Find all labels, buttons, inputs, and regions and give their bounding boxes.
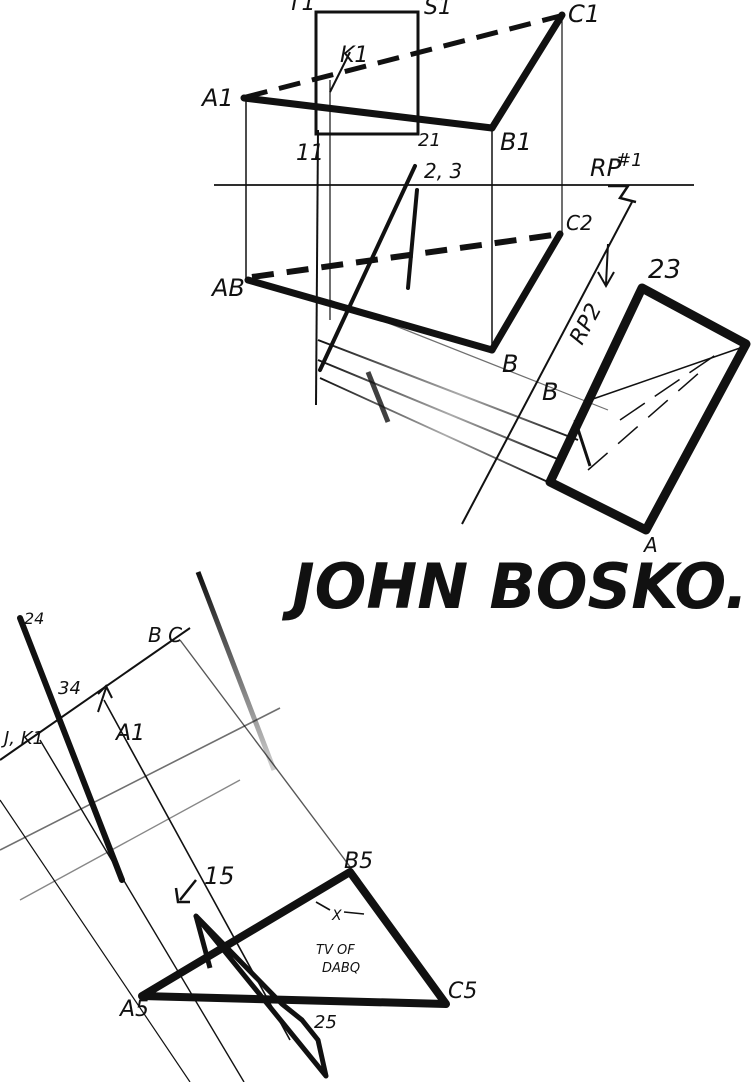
label-a-aux: A xyxy=(642,533,658,557)
label-c1: C1 xyxy=(568,0,600,28)
label-s1: S1 xyxy=(424,0,452,20)
projector-low-4 xyxy=(179,639,361,881)
edge-b-c2 xyxy=(488,230,564,354)
a1-arrow-shaft xyxy=(97,687,107,713)
aux-reference-line xyxy=(461,201,633,525)
x-arrow-right xyxy=(343,911,365,915)
label-t1: T1 xyxy=(288,0,315,16)
short-mark xyxy=(365,371,391,423)
inner-sketch-4 xyxy=(573,419,592,467)
line-2-3-long xyxy=(318,164,417,372)
label-b: B xyxy=(502,350,518,378)
inner-sketch-1 xyxy=(589,347,741,401)
arrow-15-shaft xyxy=(179,879,197,901)
label-rp2: RP2 xyxy=(565,299,607,348)
rp2-arrow-shaft xyxy=(605,243,609,285)
rp2-arrow-head xyxy=(597,271,615,289)
line-24 xyxy=(17,615,125,883)
label-23: 23 xyxy=(648,255,681,285)
label-a1: A1 xyxy=(200,84,234,112)
label-34: 34 xyxy=(58,678,81,699)
label-2-3: 2, 3 xyxy=(424,159,462,183)
label-x: X xyxy=(331,908,342,924)
label-21: 21 xyxy=(418,130,441,151)
polygon-15-25-edge xyxy=(193,915,213,969)
rectangle-t1-s1 xyxy=(314,10,420,136)
lower-view: 24 B C J, K1 34 A1 15 B5 X TV OF DABQ C5… xyxy=(0,571,477,1082)
label-b1: B1 xyxy=(500,128,532,156)
x-arrow-left xyxy=(315,901,331,911)
label-rp-num: #1 xyxy=(616,150,643,171)
line-2-3-short xyxy=(406,188,419,290)
label-rp: RP xyxy=(590,154,622,182)
label-ab: AB xyxy=(210,274,245,302)
inner-sketch-3 xyxy=(587,371,701,471)
label-15: 15 xyxy=(204,862,235,890)
label-dabq: DABQ xyxy=(322,961,360,976)
aux-projector-4 xyxy=(319,377,549,483)
auxiliary-rectangle xyxy=(545,283,751,535)
aux-projector-1 xyxy=(317,339,579,441)
inner-sketch-2 xyxy=(619,351,721,421)
label-25: 25 xyxy=(314,1012,337,1033)
edge-b1-c1 xyxy=(488,11,566,132)
hidden-edge-a1-c1 xyxy=(245,13,561,100)
fold-line-2 xyxy=(0,707,281,851)
label-j1k1: J, K1 xyxy=(1,728,44,749)
projector-1 xyxy=(315,129,319,406)
edge-ab-b xyxy=(244,276,496,354)
line-c-edge xyxy=(195,571,277,771)
upper-view: T1 S1 C1 K1 A1 21 B1 11 2, 3 RP #1 C2 AB… xyxy=(200,0,751,557)
projector-low-2 xyxy=(39,739,245,1082)
label-b5: B5 xyxy=(344,849,373,874)
label-c5: C5 xyxy=(448,979,477,1004)
label-bc: B C xyxy=(148,623,182,647)
signature: JOHN BOSKO. xyxy=(281,550,748,623)
label-11: 11 xyxy=(296,141,324,166)
label-c2: C2 xyxy=(566,211,593,235)
aux-projector-2 xyxy=(317,359,561,461)
fold-line-3 xyxy=(19,779,241,901)
projector-low-3 xyxy=(0,799,191,1082)
triangle-a5-b5-c5 xyxy=(138,868,450,1008)
label-a5: A5 xyxy=(118,997,149,1022)
projector-low-1 xyxy=(103,699,291,1041)
reference-plane-marker xyxy=(608,184,637,204)
k1-line xyxy=(329,51,351,93)
edge-a1-b1 xyxy=(240,94,496,132)
a1-arrow-head xyxy=(97,684,113,699)
aux-projector-3 xyxy=(329,299,609,411)
label-a1-lower: A1 xyxy=(114,721,145,746)
label-24: 24 xyxy=(24,609,44,628)
label-k1: K1 xyxy=(340,43,368,68)
label-tv-of: TV OF xyxy=(316,943,355,958)
reference-line-bc xyxy=(0,627,191,761)
label-b-aux: B xyxy=(542,378,558,406)
polygon-15-25 xyxy=(193,913,329,1079)
arrow-15-head xyxy=(174,887,190,904)
hidden-edge-ab-c2 xyxy=(251,231,561,280)
